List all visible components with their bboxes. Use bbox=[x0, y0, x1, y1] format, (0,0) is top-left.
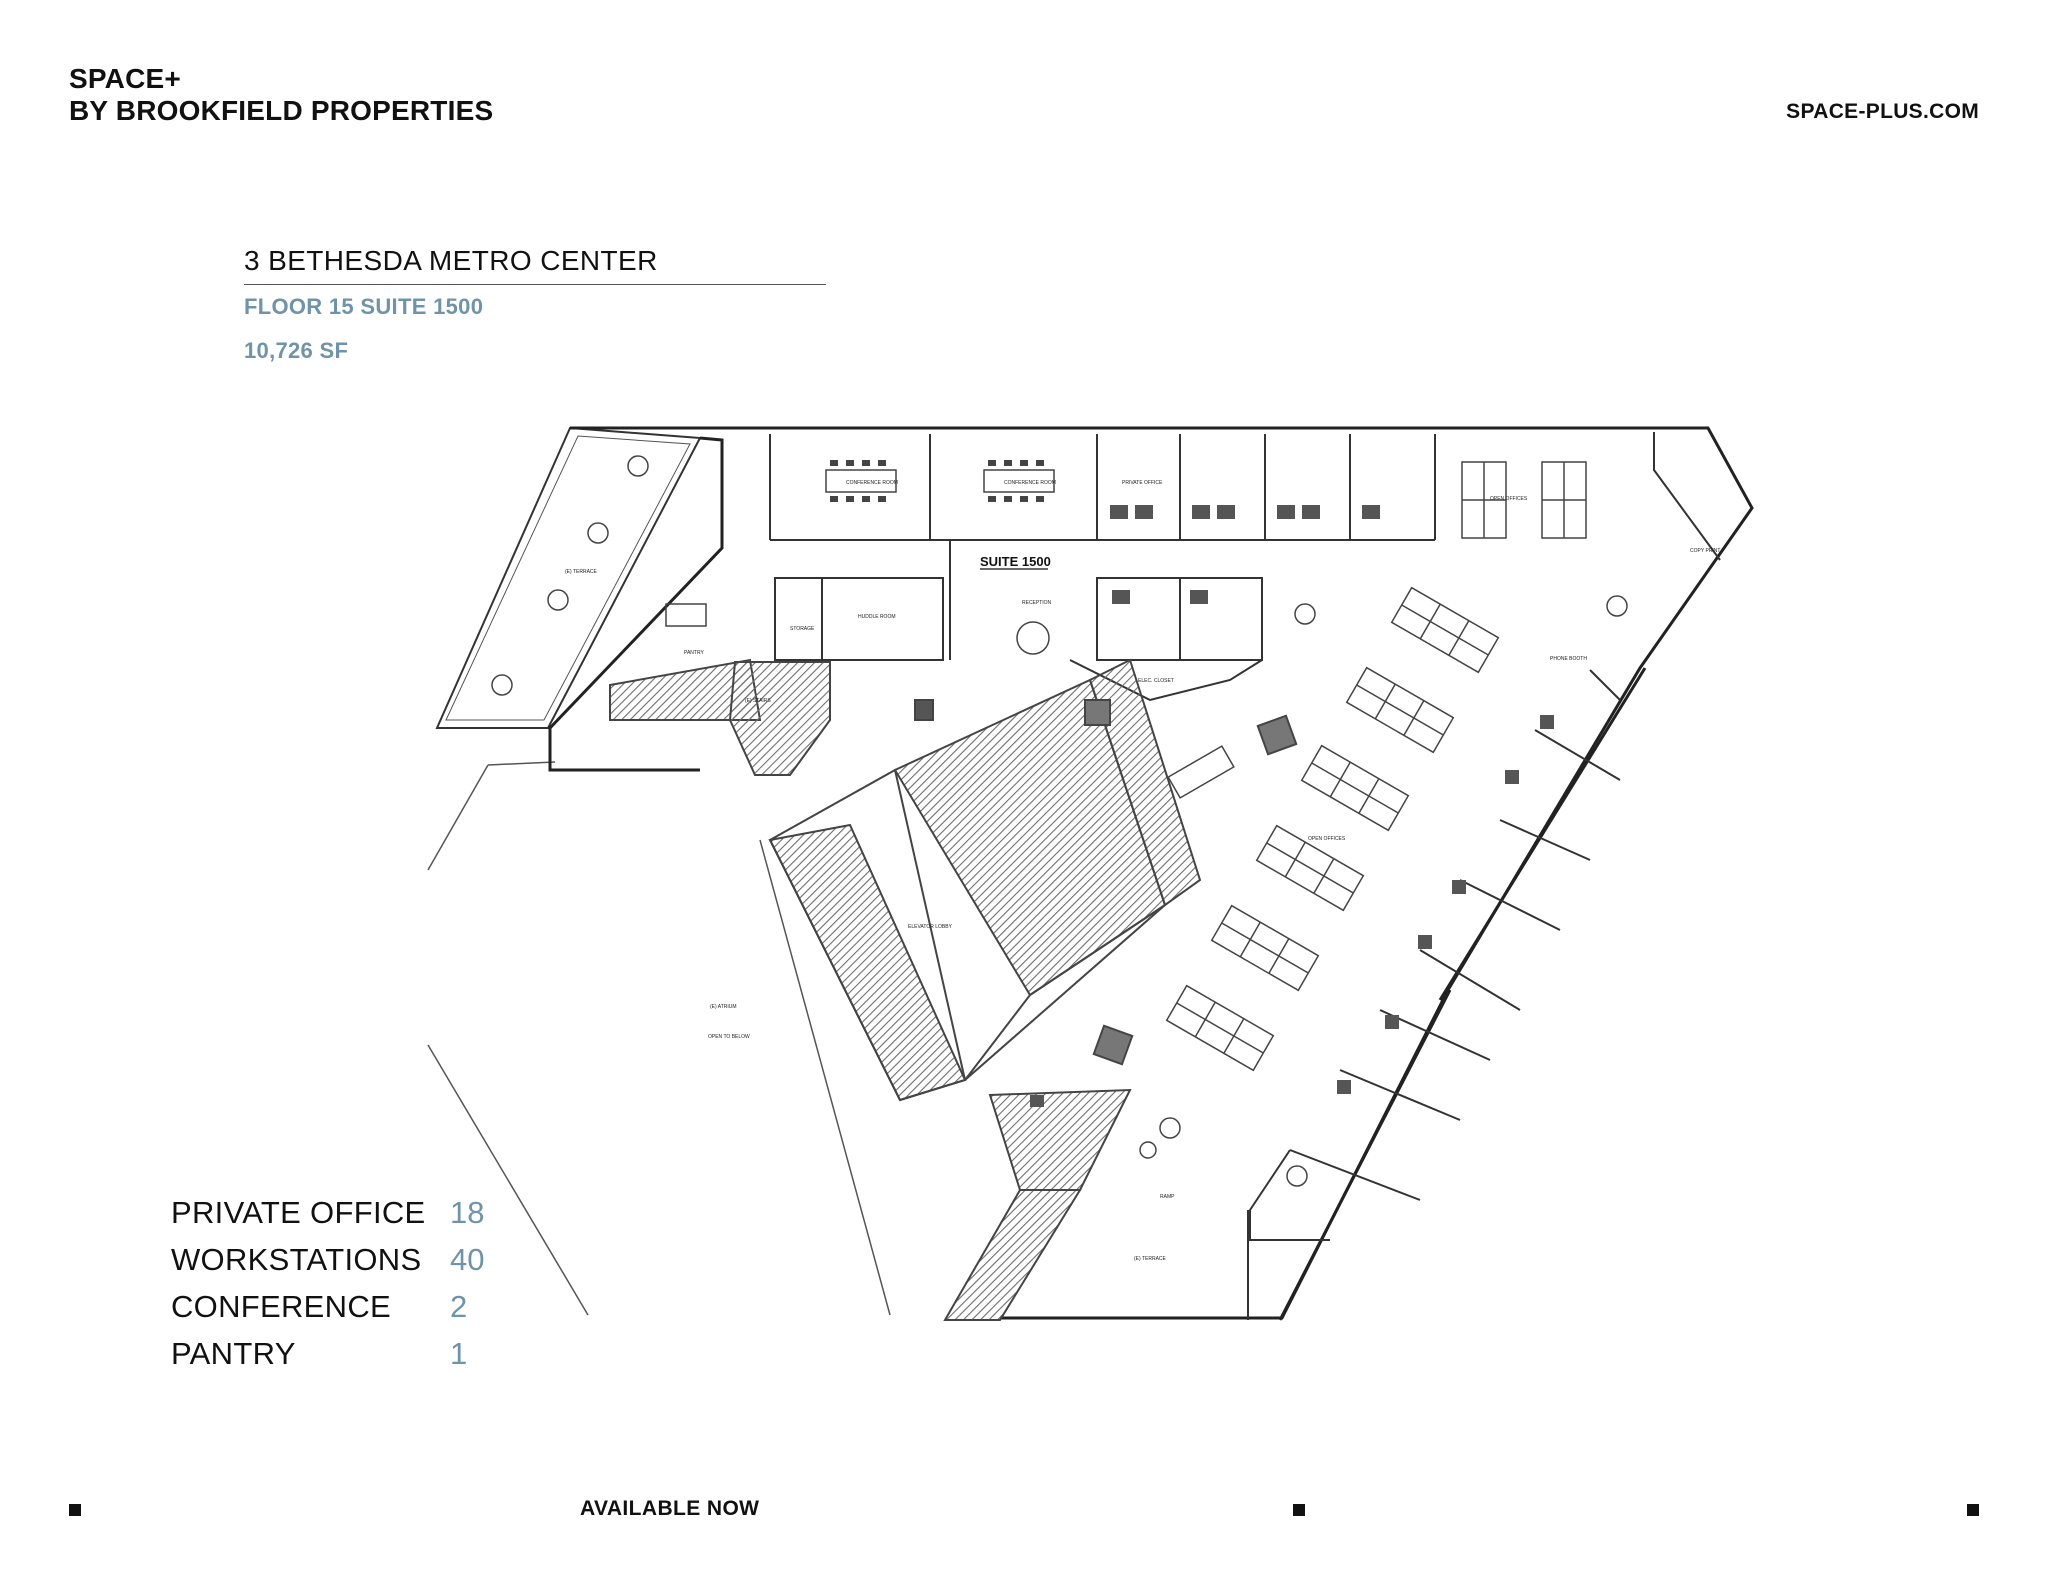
svg-text:PANTRY: PANTRY bbox=[684, 650, 704, 656]
room-labels: CONFERENCE ROOM CONFERENCE ROOM PRIVATE … bbox=[565, 480, 1720, 1262]
building-name: 3 BETHESDA METRO CENTER bbox=[244, 245, 658, 276]
svg-text:(E) STAIRS: (E) STAIRS bbox=[745, 698, 771, 704]
stat-value: 18 bbox=[450, 1195, 485, 1230]
building-core bbox=[609, 658, 1298, 1321]
brand-line-1: SPACE+ bbox=[69, 63, 181, 94]
title-divider bbox=[244, 284, 826, 285]
svg-text:ELEVATOR LOBBY: ELEVATOR LOBBY bbox=[908, 924, 953, 930]
stat-label: PANTRY bbox=[171, 1336, 296, 1371]
footer-marker-middle bbox=[1293, 1504, 1305, 1516]
brand-line-2: BY BROOKFIELD PROPERTIES bbox=[69, 95, 494, 126]
svg-text:HUDDLE ROOM: HUDDLE ROOM bbox=[858, 614, 896, 620]
building-outline bbox=[548, 426, 1754, 1321]
svg-text:STORAGE: STORAGE bbox=[790, 626, 815, 632]
svg-text:COPY PRINT: COPY PRINT bbox=[1690, 548, 1720, 554]
footer-marker-left bbox=[69, 1504, 81, 1516]
workstations bbox=[1165, 461, 1587, 1072]
suite-info: FLOOR 15 SUITE 1500 bbox=[244, 294, 484, 319]
stat-value: 40 bbox=[450, 1242, 485, 1277]
terrace-top bbox=[435, 426, 702, 729]
svg-text:OPEN TO BELOW: OPEN TO BELOW bbox=[708, 1034, 750, 1040]
svg-text:(E) ATRIUM: (E) ATRIUM bbox=[710, 1004, 737, 1010]
atrium-outline bbox=[427, 761, 891, 1316]
svg-text:(E) TERRACE: (E) TERRACE bbox=[565, 569, 598, 575]
round-tables bbox=[491, 455, 1628, 1187]
footer-marker-right bbox=[1967, 1504, 1979, 1516]
suite-plan-label: SUITE 1500 bbox=[980, 554, 1051, 569]
stat-label: CONFERENCE bbox=[171, 1289, 392, 1324]
stat-label: PRIVATE OFFICE bbox=[171, 1195, 426, 1230]
svg-text:CONFERENCE ROOM: CONFERENCE ROOM bbox=[846, 480, 898, 486]
svg-text:PHONE BOOTH: PHONE BOOTH bbox=[1550, 656, 1587, 662]
availability-status: AVAILABLE NOW bbox=[580, 1497, 760, 1520]
conference-tables bbox=[665, 460, 1235, 799]
svg-text:OPEN OFFICES: OPEN OFFICES bbox=[1490, 496, 1528, 502]
interior-walls bbox=[769, 432, 1721, 1320]
office-desks bbox=[1030, 505, 1554, 1107]
svg-text:OPEN OFFICES: OPEN OFFICES bbox=[1308, 836, 1346, 842]
svg-text:CONFERENCE ROOM: CONFERENCE ROOM bbox=[1004, 480, 1056, 486]
brand-logo: SPACE+ BY BROOKFIELD PROPERTIES bbox=[69, 63, 493, 127]
svg-text:RAMP: RAMP bbox=[1160, 1194, 1175, 1200]
website-link[interactable]: SPACE-PLUS.COM bbox=[1786, 100, 1979, 123]
svg-text:PRIVATE OFFICE: PRIVATE OFFICE bbox=[1122, 480, 1163, 486]
svg-text:ELEC. CLOSET: ELEC. CLOSET bbox=[1138, 678, 1174, 684]
stat-value: 2 bbox=[450, 1289, 468, 1324]
stat-value: 1 bbox=[450, 1336, 468, 1371]
svg-text:(E) TERRACE: (E) TERRACE bbox=[1134, 1256, 1167, 1262]
square-footage: 10,726 SF bbox=[244, 338, 349, 363]
svg-text:RECEPTION: RECEPTION bbox=[1022, 600, 1052, 606]
stat-label: WORKSTATIONS bbox=[171, 1242, 422, 1277]
